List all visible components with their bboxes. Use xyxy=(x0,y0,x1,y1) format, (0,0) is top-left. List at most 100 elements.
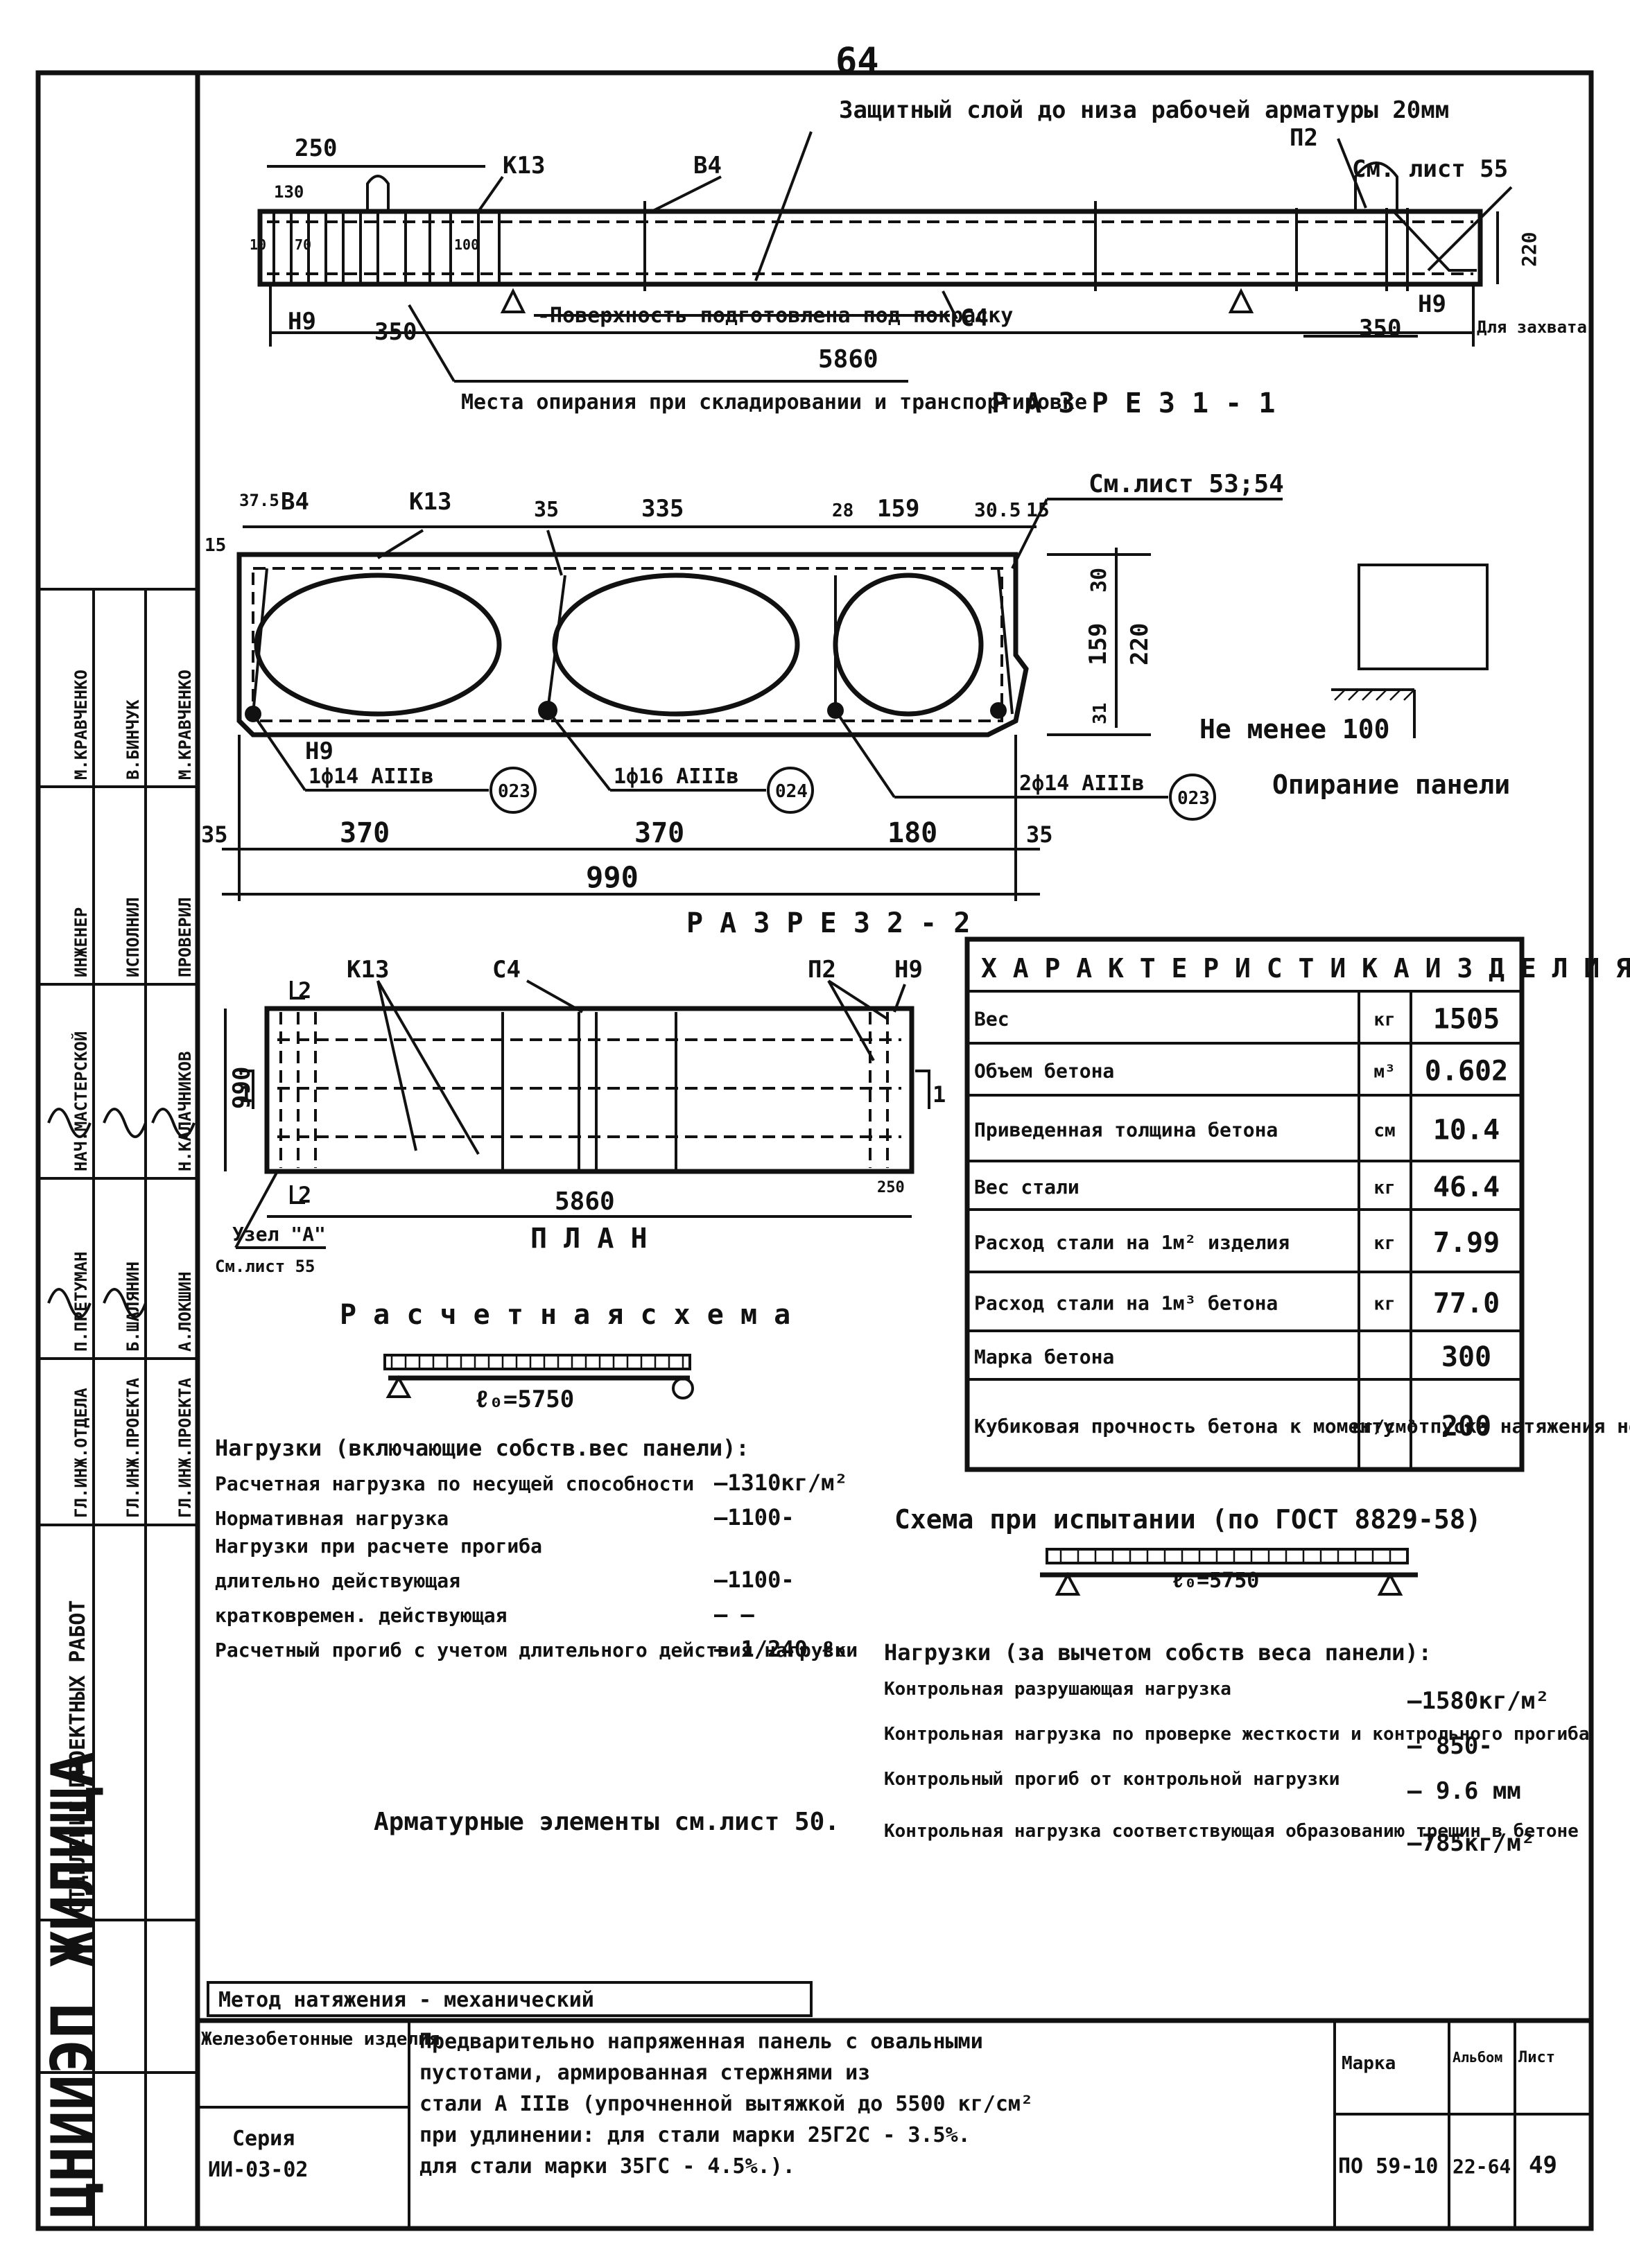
side-dim-15: 15 xyxy=(205,535,226,556)
pos-circle-2 xyxy=(767,767,814,814)
test-scheme-title: Схема при испытании (по ГОСТ 8829-58) xyxy=(894,1504,1481,1535)
dim-350-right: 350 xyxy=(1359,315,1401,342)
design-loads-title: Нагрузки (включающие собств.вес панели): xyxy=(215,1435,749,1461)
char-row-name: Марка бетона xyxy=(974,1345,1114,1368)
section-1-title: Р А З Р Е З 1 - 1 xyxy=(991,387,1275,419)
dim-5860: 5860 xyxy=(818,345,878,374)
plan-dim-5860: 5860 xyxy=(555,1187,615,1216)
mark-value: ПО 59-10 xyxy=(1338,2154,1439,2179)
design-load-label: длительно действующая xyxy=(215,1569,460,1592)
lifting-loop-left xyxy=(366,175,390,211)
side-dim-159: 159 xyxy=(1084,623,1112,665)
series-code: ИИ-03-02 xyxy=(208,2158,309,2182)
char-row-name: Приведенная толщина бетона xyxy=(974,1119,1278,1142)
plan-label-c4: С4 xyxy=(492,956,521,984)
char-row-unit: кг xyxy=(1373,1010,1395,1031)
signatures xyxy=(47,1108,196,1318)
plan-view: К13 С4 П2 Н9 990 5860 250 2 2 1 1 Узел "… xyxy=(215,956,946,1276)
name-3: А.ЛОКШИН xyxy=(175,1271,195,1352)
dim-220: 220 xyxy=(1518,232,1541,267)
rebar-spec-3: 2ф14 АIIIв xyxy=(1019,771,1145,796)
void-1 xyxy=(254,573,502,717)
char-row-name: Объем бетона xyxy=(974,1060,1114,1083)
test-load-label: Контрольный прогиб от контрольной нагруз… xyxy=(884,1769,1339,1790)
char-row-value: 0.602 xyxy=(1425,1056,1508,1088)
char-row-unit: м³ xyxy=(1373,1062,1395,1083)
left-stamp: ЦНИИЭП ЖИЛИЩА ОТДЕЛЕНИЕ ПРОЕКТНЫХ РАБОТ … xyxy=(38,588,198,2228)
s2-label-k13: К13 xyxy=(409,488,451,516)
side-dim-31: 31 xyxy=(1090,703,1111,724)
grip-note: Для захвата xyxy=(1477,317,1587,337)
sheet-ref-55: См. лист 55 xyxy=(1352,155,1508,183)
plan-label-k13: К13 xyxy=(347,956,389,984)
support-min: Не менее 100 xyxy=(1199,714,1390,744)
bottom-dim-990: 990 xyxy=(586,860,639,894)
char-row-value: 77.0 xyxy=(1433,1288,1500,1320)
bottom-dim-370-2: 370 xyxy=(634,817,684,849)
test-loads-title: Нагрузки (за вычетом собств веса панели)… xyxy=(884,1639,1432,1666)
rebar-spec-2: 1ф16 АIIIв xyxy=(614,765,739,789)
design-load-label: Расчетный прогиб с учетом длительного де… xyxy=(215,1639,858,1661)
label-p2: П2 xyxy=(1290,124,1318,152)
plan-dim-990: 990 xyxy=(228,1067,256,1109)
title-block: Железобетонные изделия Серия ИИ-03-02 Ма… xyxy=(198,2018,1591,2228)
plan-mark-1-right: 1 xyxy=(933,1081,946,1108)
top-dim-3: 335 xyxy=(641,495,684,523)
char-row-name: Вес стали xyxy=(974,1176,1080,1198)
test-loads-list: Контрольная разрушающая нагрузка–1580кг/… xyxy=(884,1679,1589,1857)
pos-circle-3 xyxy=(1169,774,1216,821)
char-row-unit: кг/см² xyxy=(1352,1417,1417,1438)
page-number: 64 xyxy=(835,40,879,82)
test-scheme: Схема при испытании (по ГОСТ 8829-58) ℓ₀… xyxy=(884,1504,1481,1666)
col-sheet: Лист xyxy=(1518,2049,1555,2066)
dim-100: 100 xyxy=(454,236,479,253)
reinforcement-note: Арматурные элементы см.лист 50. xyxy=(374,1808,840,1836)
bottom-dim-370-1: 370 xyxy=(340,817,390,849)
plan-node-ref: См.лист 55 xyxy=(215,1257,315,1276)
col-mark: Марка xyxy=(1342,2053,1396,2074)
label-b4: В4 xyxy=(693,152,722,180)
section-2-title: Р А З Р Е З 2 - 2 xyxy=(686,907,970,939)
description-line: для стали марки 35ГС - 4.5%.). xyxy=(419,2154,795,2179)
name-6: В.БИНЧУК xyxy=(123,699,143,780)
table-title: Х А Р А К Т Е Р И С Т И К А И З Д Е Л И … xyxy=(981,953,1630,984)
test-load-label: Контрольная разрушающая нагрузка xyxy=(884,1679,1231,1700)
char-row-value: 300 xyxy=(1441,1341,1491,1373)
lifting-loop-right xyxy=(1354,162,1398,211)
panel-cross-section xyxy=(236,552,1029,738)
rebar-pos-3: 023 xyxy=(1177,788,1210,809)
char-row-value: 7.99 xyxy=(1433,1227,1500,1259)
bottom-dim-180: 180 xyxy=(887,817,937,849)
char-row-value: 1505 xyxy=(1433,1004,1500,1036)
plan-mark-2-top: 2 xyxy=(298,977,311,1004)
plan-label-n9: Н9 xyxy=(894,956,923,984)
name-7: М.КРАВЧЕНКО xyxy=(175,670,195,780)
name-1: П.ПРЕТУМАН xyxy=(71,1252,91,1352)
description-line: стали А IIIв (упрочненной вытяжкой до 55… xyxy=(419,2092,1033,2116)
top-dim-6: 30.5 xyxy=(974,498,1021,521)
protective-layer-note: Защитный слой до низа рабочей арматуры 2… xyxy=(839,96,1449,124)
method-box xyxy=(207,1981,813,2017)
supports-note: Места опирания при складировании и транс… xyxy=(461,390,1087,415)
sheet-frame xyxy=(35,70,1594,2231)
support-caption: Опирание панели xyxy=(1272,769,1510,800)
institute-name: ЦНИИЭП ЖИЛИЩА xyxy=(39,1752,108,2218)
design-load-value: – 1/240 ℓ₀ xyxy=(714,1636,848,1662)
top-dim-1: 37.5 xyxy=(239,491,279,510)
rebar-4 xyxy=(990,702,1007,719)
tension-method: Метод натяжения - механический xyxy=(218,1988,594,2012)
rebar-spec-1: 1ф14 АIIIв xyxy=(309,765,434,789)
top-dim-2: 35 xyxy=(534,498,559,522)
name-4: Н.КАЛАЧНИКОВ xyxy=(175,1052,195,1171)
void-3 xyxy=(833,573,984,717)
section-1-1: Защитный слой до низа рабочей арматуры 2… xyxy=(250,96,1587,419)
plan-mark-1-left: 1 xyxy=(239,1081,252,1108)
pos-circle-1 xyxy=(489,767,537,814)
test-load-value: –785кг/м² xyxy=(1407,1829,1535,1857)
department-name: ОТДЕЛЕНИЕ ПРОЕКТНЫХ РАБОТ xyxy=(66,1600,90,1913)
dim-10: 10 xyxy=(250,236,266,253)
plan-node: Узел "А" xyxy=(232,1223,326,1246)
design-load-value: – — xyxy=(714,1601,755,1628)
